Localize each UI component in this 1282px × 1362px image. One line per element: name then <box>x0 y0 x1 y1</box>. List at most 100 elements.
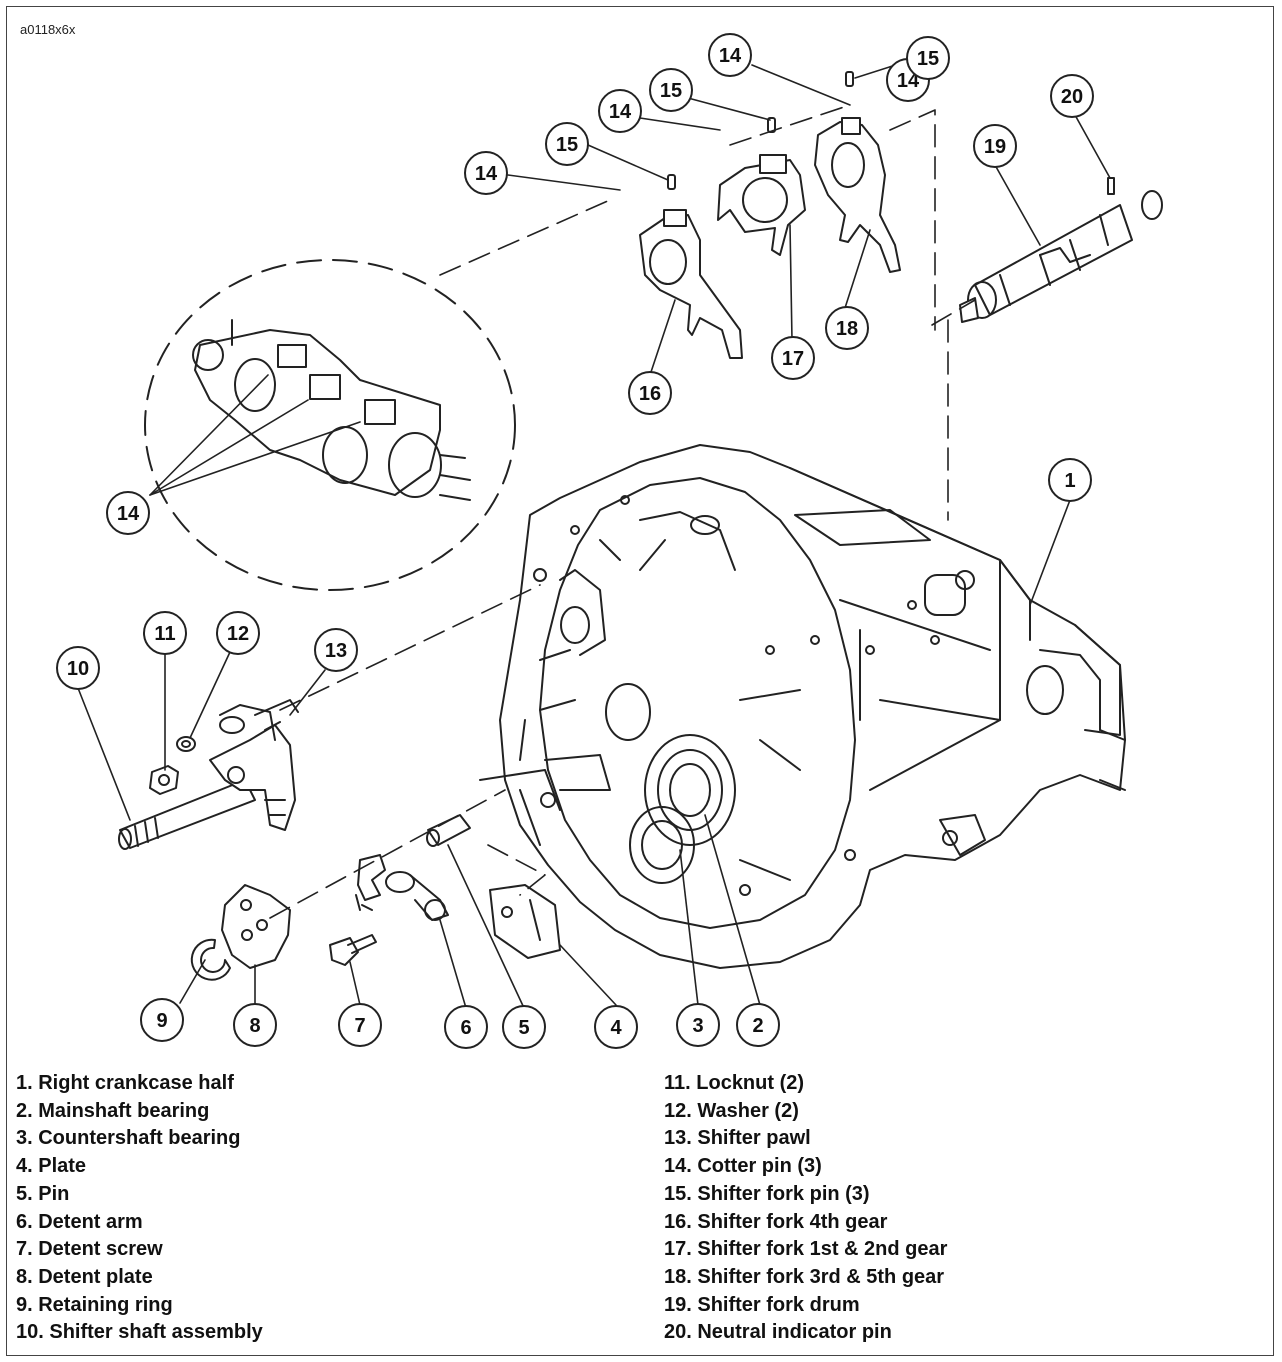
callout-circle <box>444 1005 488 1049</box>
figure-frame <box>6 6 1274 1356</box>
legend-item: 3. Countershaft bearing <box>16 1127 241 1150</box>
callout-circle <box>233 1003 277 1047</box>
callout-9: 9 <box>140 998 184 1042</box>
callout-number: 15 <box>556 134 578 156</box>
callout-circle <box>140 998 184 1042</box>
callout-number: 9 <box>156 1010 167 1032</box>
shifter-fork-3rd-5th-illustration <box>814 117 901 273</box>
callout-circle <box>56 646 100 690</box>
exploded-view-diagram: 1234567891011121314141414141515151617181… <box>56 33 1163 1049</box>
callout-circle <box>1048 458 1092 502</box>
callout-13: 13 <box>314 628 358 672</box>
callout-number: 20 <box>1061 86 1083 108</box>
callout-circle <box>628 371 672 415</box>
shifter-fork-pin-illustration <box>667 71 854 190</box>
callout-number: 14 <box>897 70 920 92</box>
callout-circle <box>906 36 950 80</box>
callout-circle <box>676 1003 720 1047</box>
callout-16: 16 <box>628 371 672 415</box>
neutral-indicator-pin-illustration <box>1107 177 1115 195</box>
legend-item: 9. Retaining ring <box>16 1293 173 1316</box>
callout-circle <box>143 611 187 655</box>
detent-screw-illustration <box>329 934 377 966</box>
figure-id: a0118x6x <box>20 22 76 37</box>
callout-number: 4 <box>610 1017 622 1039</box>
callout-circle <box>464 151 508 195</box>
callout-15: 15 <box>545 122 589 166</box>
cotter-pin-detail-illustration <box>144 259 516 591</box>
callout-14: 14 <box>464 151 508 195</box>
callout-number: 15 <box>917 48 939 70</box>
shifter-fork-4th-illustration <box>639 209 743 359</box>
callout-circle <box>216 611 260 655</box>
legend-item: 17. Shifter fork 1st & 2nd gear <box>664 1238 948 1261</box>
detent-arm-illustration <box>355 854 449 921</box>
callout-14: 14 <box>106 491 150 535</box>
callout-14: 14 <box>708 33 752 77</box>
callout-number: 7 <box>354 1015 365 1037</box>
callout-circle <box>502 1005 546 1049</box>
callout-17: 17 <box>771 336 815 380</box>
legend-item: 20. Neutral indicator pin <box>664 1321 892 1344</box>
legend-item: 14. Cotter pin (3) <box>664 1155 822 1178</box>
callout-number: 14 <box>117 503 140 525</box>
alignment-lines <box>269 104 976 919</box>
legend-item: 1. Right crankcase half <box>16 1072 234 1094</box>
callout-circle <box>314 628 358 672</box>
callout-4: 4 <box>594 1005 638 1049</box>
callout-number: 1 <box>1064 470 1075 492</box>
callout-circle <box>708 33 752 77</box>
callout-circle <box>973 124 1017 168</box>
callout-number: 12 <box>227 623 249 645</box>
legend-left-column: 1. Right crankcase half 2. Mainshaft bea… <box>16 1070 263 1347</box>
callout-11: 11 <box>143 611 187 655</box>
callout-14: 14 <box>598 89 642 133</box>
callout-circle <box>736 1003 780 1047</box>
callout-circle <box>1050 74 1094 118</box>
legend-item: 6. Detent arm <box>16 1210 143 1233</box>
legend-item: 13. Shifter pawl <box>664 1127 811 1150</box>
callout-19: 19 <box>973 124 1017 168</box>
callout-number: 16 <box>639 383 661 405</box>
callout-number: 14 <box>609 101 632 123</box>
callout-circle <box>545 122 589 166</box>
legend-item: 4. Plate <box>16 1155 87 1178</box>
callout-1: 1 <box>1048 458 1092 502</box>
leader-lines <box>77 61 1111 1009</box>
legend-right-column: 11. Locknut (2) 12. Washer (2) 13. Shift… <box>664 1070 947 1347</box>
locknut-washer-illustration <box>149 736 196 795</box>
callout-18: 18 <box>825 306 869 350</box>
callout-circle <box>598 89 642 133</box>
callout-12: 12 <box>216 611 260 655</box>
legend-item: 5. Pin <box>16 1182 70 1205</box>
callout-10: 10 <box>56 646 100 690</box>
callout-circle <box>594 1005 638 1049</box>
callout-number: 13 <box>325 640 347 662</box>
shifter-fork-1st-2nd-illustration <box>717 154 806 256</box>
callout-number: 2 <box>752 1015 763 1037</box>
callout-number: 14 <box>475 163 498 185</box>
callout-20: 20 <box>1050 74 1094 118</box>
callout-2: 2 <box>736 1003 780 1047</box>
legend-item: 18. Shifter fork 3rd & 5th gear <box>664 1265 945 1288</box>
legend-item: 7. Detent screw <box>16 1238 163 1261</box>
callout-circle <box>771 336 815 380</box>
legend-item: 10. Shifter shaft assembly <box>16 1321 263 1344</box>
callout-15: 15 <box>906 36 950 80</box>
callout-number: 18 <box>836 318 858 340</box>
callout-number: 5 <box>518 1017 529 1039</box>
callout-circle <box>338 1003 382 1047</box>
callout-number: 3 <box>692 1015 703 1037</box>
legend-item: 8. Detent plate <box>16 1265 153 1288</box>
legend-item: 11. Locknut (2) <box>664 1072 805 1094</box>
callout-number: 15 <box>660 80 682 102</box>
callout-6: 6 <box>444 1005 488 1049</box>
callout-5: 5 <box>502 1005 546 1049</box>
shifter-fork-drum-illustration <box>959 190 1163 323</box>
callout-number: 17 <box>782 348 804 370</box>
detent-plate-illustration <box>221 884 291 969</box>
legend-item: 12. Washer (2) <box>664 1099 799 1122</box>
callout-8: 8 <box>233 1003 277 1047</box>
callout-circle <box>649 68 693 112</box>
shifter-shaft-illustration <box>118 699 299 850</box>
